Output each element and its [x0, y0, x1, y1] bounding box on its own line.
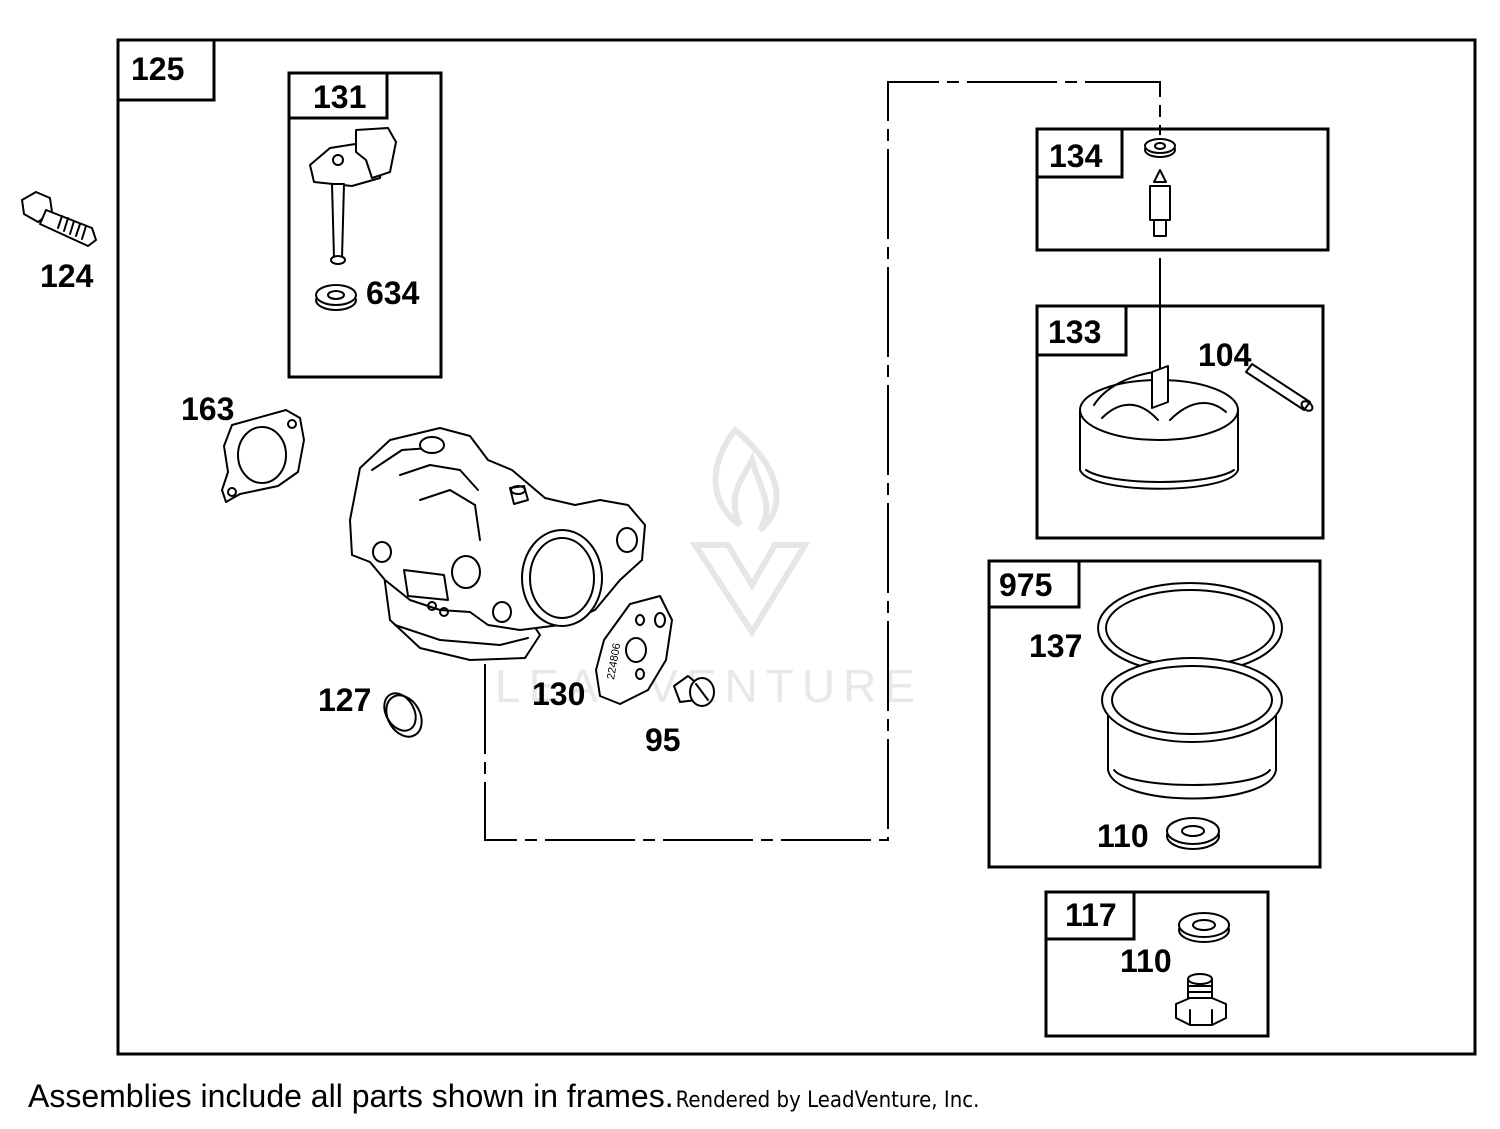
label-110-drain: 110 — [1120, 943, 1172, 979]
screw-95 — [673, 675, 715, 707]
label-95: 95 — [645, 722, 681, 758]
washer-110-drain — [1178, 912, 1230, 943]
label-127: 127 — [318, 682, 371, 718]
tag-box-125 — [116, 38, 216, 102]
tag-box-975 — [987, 559, 1081, 609]
label-110-bowl: 110 — [1097, 818, 1149, 854]
parts-diagram: LEADVENTURE 125 124 131 634 163 — [21, 38, 1477, 1056]
diagram-caption: Assemblies include all parts shown in fr… — [28, 1078, 979, 1115]
label-163: 163 — [181, 391, 234, 427]
welch-plug-127 — [383, 692, 423, 738]
washer-110-bowl — [1166, 817, 1220, 850]
assembly-frame-117 — [1044, 890, 1270, 1038]
tag-box-134 — [1035, 127, 1124, 179]
throttle-shaft-131 — [309, 127, 397, 265]
bolt-124 — [21, 191, 97, 247]
gasket-163 — [221, 409, 305, 503]
assembly-frame-133 — [1035, 304, 1325, 540]
label-131: 131 — [313, 79, 366, 115]
label-134: 134 — [1049, 138, 1103, 174]
carburetor-body — [349, 427, 646, 661]
float-133 — [1079, 365, 1239, 490]
label-634: 634 — [366, 275, 420, 311]
label-133: 133 — [1048, 314, 1101, 350]
drain-screw-117 — [1175, 973, 1227, 1026]
caption-text: Assemblies include all parts shown in fr… — [28, 1078, 674, 1114]
leader-line-main — [484, 81, 1161, 841]
label-137: 137 — [1029, 628, 1082, 664]
label-975: 975 — [999, 567, 1052, 603]
float-bowl-975 — [1101, 657, 1283, 800]
assembly-frame-125 — [116, 38, 1477, 1056]
needle-seat-134 — [1144, 138, 1176, 158]
tag-box-131 — [287, 71, 389, 120]
tag-box-133 — [1035, 304, 1128, 357]
credit-text: Rendered by LeadVenture, Inc. — [675, 1088, 980, 1113]
float-pin-104 — [1245, 363, 1314, 412]
label-104: 104 — [1198, 337, 1252, 373]
label-125: 125 — [131, 51, 184, 87]
inlet-needle-134 — [1149, 169, 1171, 237]
label-130: 130 — [532, 676, 585, 712]
assembly-frame-975 — [987, 559, 1322, 869]
label-117: 117 — [1065, 897, 1117, 933]
assembly-frame-134 — [1035, 127, 1330, 252]
label-124: 124 — [40, 258, 94, 294]
gasket-130: 224806 — [595, 595, 673, 705]
tag-box-117 — [1044, 890, 1136, 941]
seal-634 — [315, 284, 357, 311]
